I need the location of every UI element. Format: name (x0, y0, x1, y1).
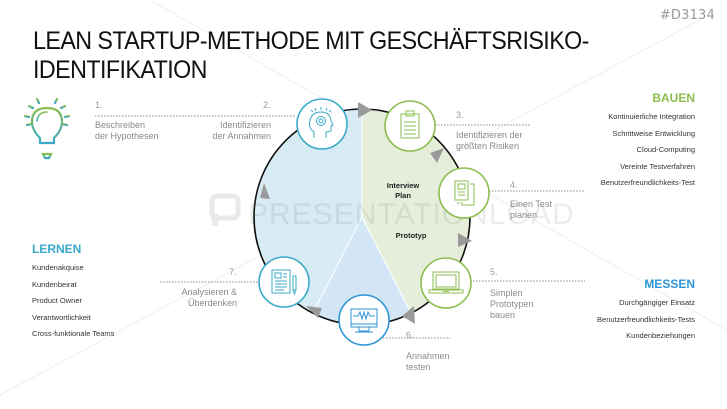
step-text-line: Beschreiben (95, 120, 146, 130)
title-line-1: LEAN STARTUP-METHODE MIT GESCHÄFTSRISIKO… (33, 27, 589, 55)
step-4-text: Einen Test planen (510, 199, 552, 221)
step-1-text: Beschreiben der Hypothesen (95, 120, 159, 142)
bauen-item: Kontinuierliche Integration (608, 112, 695, 121)
leader-lines (95, 115, 585, 339)
title-line-2: IDENTIFIKATION (33, 56, 207, 84)
arrow-icon (458, 233, 472, 247)
step-3-circle (384, 100, 436, 152)
step-text-line: größten Risiken (456, 141, 520, 151)
lightbulb-icon (23, 95, 71, 160)
step-text-line: Überdenken (187, 298, 237, 308)
step-text-line: der Annahmen (212, 131, 271, 141)
bauen-item: Schrittweise Entwicklung (612, 128, 695, 138)
step-text-line: Einen Test (510, 199, 552, 209)
pie-slice-messen (313, 217, 411, 325)
interview-label-line-2: Plan (395, 191, 411, 200)
step-text-line: Identifizieren der (456, 130, 523, 140)
step-text-line: Analysieren & (181, 287, 237, 297)
arrow-icon (306, 306, 322, 318)
messen-item: Durchgängiger Einsatz (619, 298, 695, 307)
interview-label-line-1: Interview (386, 181, 420, 190)
step-1-label: 1. (95, 100, 103, 110)
messen-item: Benutzerfreundlichkeits-Tests (597, 314, 695, 324)
step-5-number: 5. (490, 267, 498, 277)
step-7-number: 7. (229, 267, 237, 277)
step-3-text: Identifizieren der größten Risiken (456, 130, 523, 152)
step-6-text: Annahmen testen (406, 351, 450, 373)
clipboard-icon (400, 110, 420, 139)
arrow-icon (260, 183, 270, 199)
lernen-item: Kundenbeirat (32, 279, 77, 289)
step-text-line: Prototypen (490, 299, 534, 309)
bauen-item: Benutzerfreundlichkeits-Test (600, 178, 695, 187)
step-6-circle (338, 294, 390, 346)
documents-icon (454, 180, 475, 206)
step-text-line: Annahmen (406, 351, 450, 361)
bauen-item: Vereinte Testverfahren (620, 161, 695, 171)
step-3-number: 3. (456, 110, 464, 120)
slide-code: #D3134 (659, 8, 715, 23)
watermark (209, 193, 241, 226)
interview-plan-label: Interview Plan (378, 181, 428, 201)
lernen-item: Verantwortlichkeit (32, 312, 91, 322)
monitor-pulse-icon (350, 308, 378, 333)
step-5-circle (420, 257, 472, 309)
step-text-line: der Hypothesen (95, 131, 159, 141)
head-brain-icon (309, 107, 334, 138)
step-7-circle (258, 256, 310, 308)
bauen-heading: BAUEN (652, 91, 695, 105)
arrow-icon (358, 102, 372, 118)
prototyp-label: Prototyp (395, 231, 427, 240)
step-text-line: Identifizieren (219, 120, 271, 130)
step-2-number: 2. (263, 100, 271, 110)
step-7-text: Analysieren & Überdenken (160, 287, 237, 309)
lernen-section: LERNEN Kundenakquise Kundenbeirat Produc… (32, 242, 114, 343)
report-pen-icon (271, 269, 297, 296)
step-2-text: Identifizieren der Annahmen (200, 120, 271, 142)
messen-item: Kundenbeziehungen (626, 331, 695, 340)
arrow-icon (402, 306, 415, 324)
step-text-line: Simplen (490, 288, 523, 298)
step-4-circle (438, 167, 490, 219)
arrow-icon (430, 148, 444, 163)
step-text-line: testen (406, 362, 431, 372)
lernen-item: Cross-funktionale Teams (32, 329, 115, 338)
step-text-line: bauen (490, 310, 516, 320)
step-6-number: 6. (406, 330, 414, 340)
laptop-icon (428, 271, 464, 294)
cycle-arrows (260, 102, 472, 324)
bauen-section: BAUEN Kontinuierliche Integration Schrit… (601, 91, 695, 192)
step-5-text: Simplen Prototypen bauen (490, 288, 534, 321)
lernen-item: Kundenakquise (32, 263, 84, 272)
page-title: LEAN STARTUP-METHODE MIT GESCHÄFTSRISIKO… (33, 27, 589, 85)
step-circles (23, 95, 490, 346)
step-4-number: 4. (510, 180, 518, 190)
messen-section: MESSEN Durchgängiger Einsatz Benutzerfre… (597, 277, 695, 345)
step-number: 1. (95, 100, 103, 110)
watermark-text: PRESENTATIONLOAD (248, 198, 575, 231)
lernen-item: Product Owner (32, 296, 83, 305)
bauen-item: Cloud-Computing (636, 145, 695, 154)
step-2-circle (296, 98, 348, 150)
lernen-heading: LERNEN (32, 242, 82, 256)
messen-heading: MESSEN (644, 277, 695, 291)
step-text-line: planen (510, 210, 538, 220)
